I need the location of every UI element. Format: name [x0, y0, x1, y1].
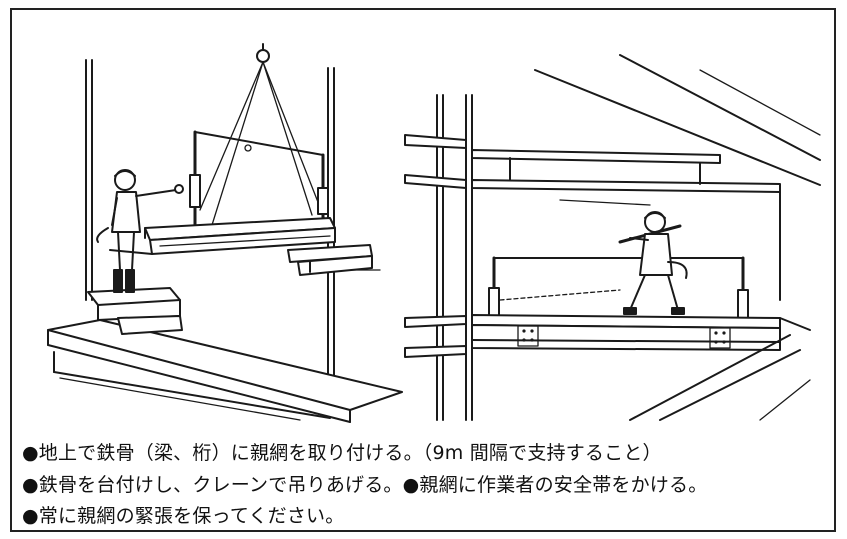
right-ceiling-slab [534, 54, 821, 186]
right-main-beam [471, 314, 781, 351]
right-scene-worker-on-beam [404, 54, 821, 421]
right-columns [436, 94, 781, 421]
bolt-plates [517, 325, 731, 349]
right-safety-rope-frame [488, 256, 749, 320]
right-upper-beams [404, 134, 781, 206]
left-scene-crane-lift [47, 43, 403, 423]
walking-worker [618, 211, 688, 315]
left-floor-beam [47, 319, 403, 423]
right-floor-lines [629, 317, 811, 421]
lifted-steel-beam [109, 217, 336, 255]
signaling-worker [96, 169, 184, 293]
crane-hook-slings [199, 43, 326, 226]
caption-line-2: ●鉄骨を台付けし、クレーンで吊りあげる。●親網に作業者の安全帯をかける。 [22, 474, 708, 496]
left-standing-block [87, 287, 183, 335]
caption-line-1: ●地上で鉄骨（梁、桁）に親網を取り付ける。（9m 間隔で支持すること） [22, 442, 662, 464]
right-side-beams [404, 315, 467, 358]
caption-line-3: ●常に親網の緊張を保ってください。 [22, 505, 345, 527]
left-net-frame [189, 130, 329, 227]
left-right-beam-end [287, 244, 373, 276]
